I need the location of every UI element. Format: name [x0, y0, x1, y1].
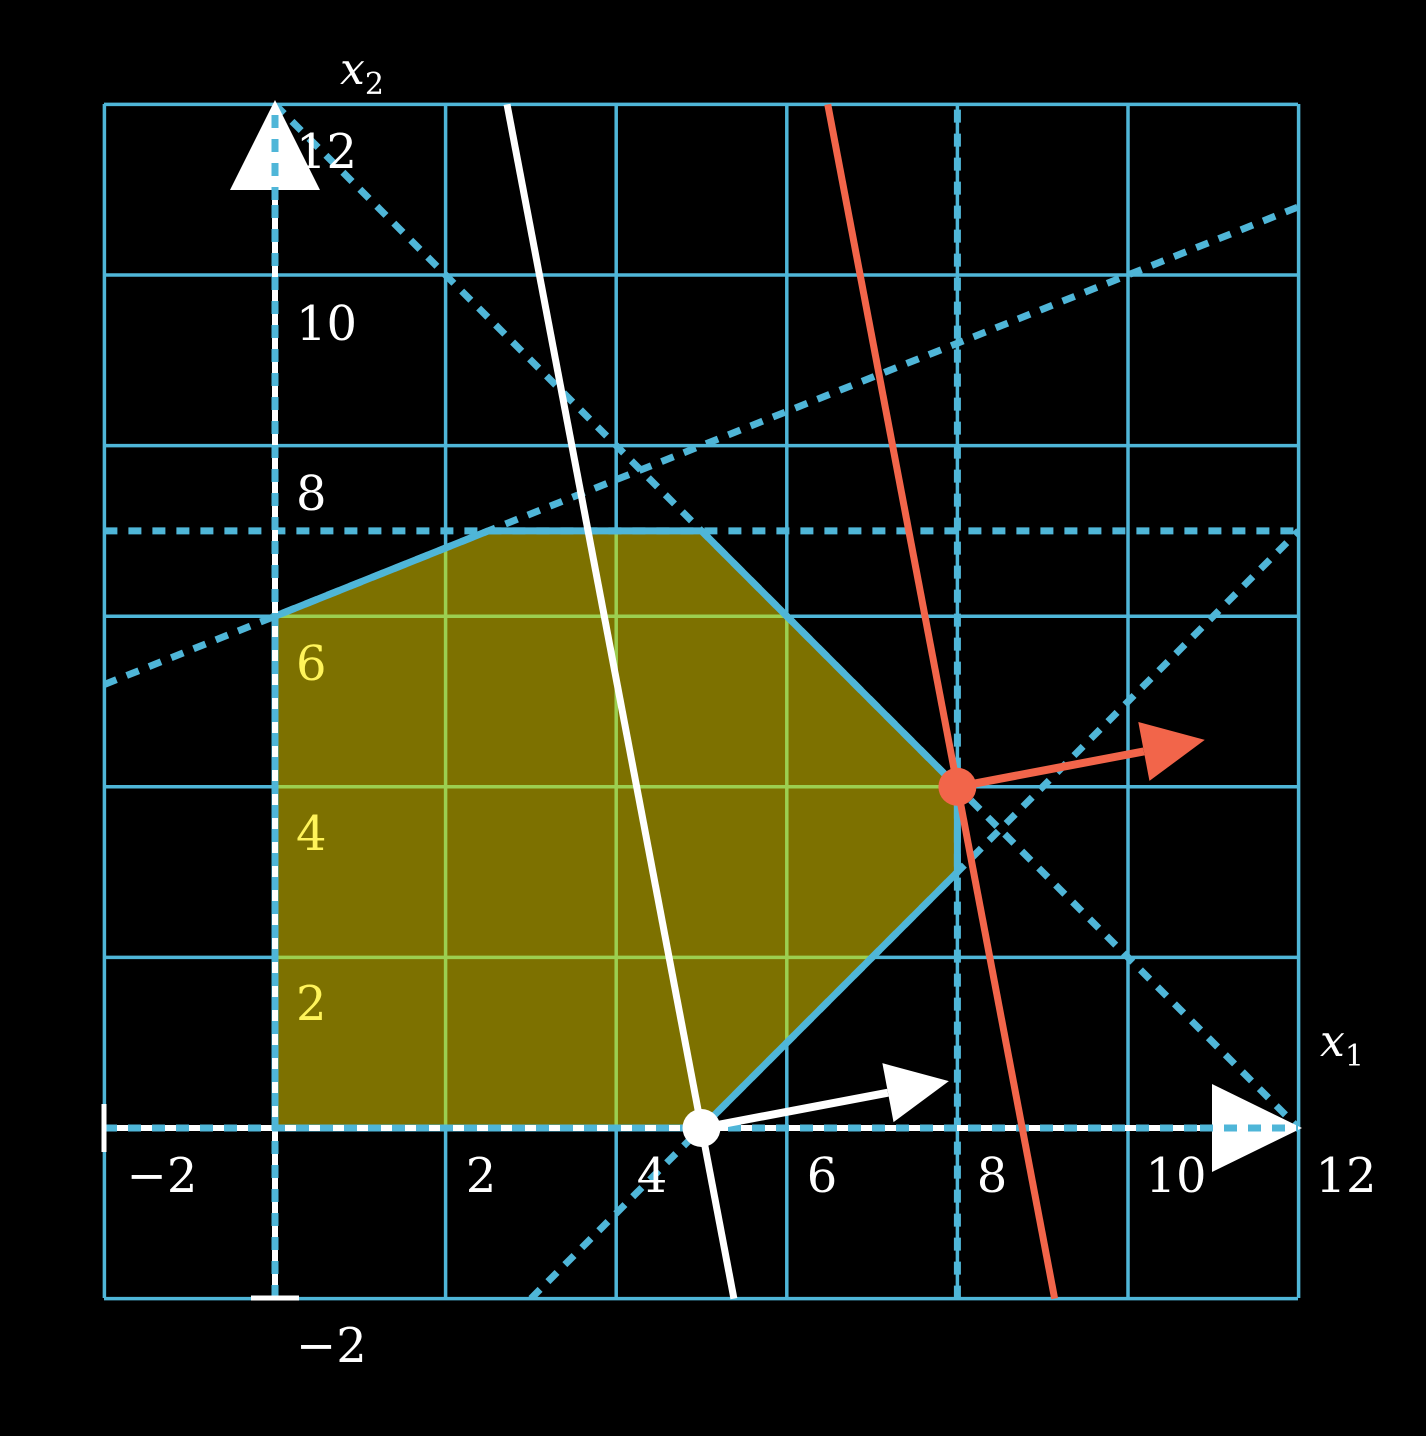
x-tick-label: 10 — [1145, 1148, 1206, 1204]
white-point — [682, 1109, 721, 1147]
x1-axis-label: x1 — [1320, 1016, 1364, 1074]
x2-axis-label: x2 — [340, 44, 384, 102]
orange-point — [938, 767, 977, 806]
x-tick-label: 12 — [1315, 1148, 1376, 1204]
x-tick-label: 4 — [637, 1148, 668, 1204]
objective-lines — [503, 103, 1059, 1300]
x-tick-label: −2 — [127, 1148, 198, 1204]
axes — [101, 100, 1302, 1301]
objective-line-white — [503, 103, 738, 1300]
feasible-region-layer — [271, 527, 961, 1132]
y-tick-label: 8 — [296, 466, 327, 522]
orange-arrow-head — [1138, 721, 1205, 781]
x-tick-label: 2 — [466, 1148, 497, 1204]
white-arrow-head — [882, 1063, 949, 1123]
y-tick-label: 12 — [296, 124, 357, 180]
axis-labels: x2 x1 −2 2 4 6 8 10 12 −2 2 4 6 8 10 12 — [127, 44, 1377, 1374]
y-tick-label: 10 — [296, 296, 357, 352]
constraint-line — [272, 104, 1298, 1131]
orange-arrow-shaft — [956, 747, 1145, 791]
y-tick-label: 6 — [296, 636, 327, 692]
x-tick-label: 8 — [977, 1148, 1008, 1204]
constraint-lines — [104, 104, 1298, 1298]
y-tick-label: −2 — [296, 1318, 367, 1374]
y-tick-label: 2 — [296, 976, 327, 1032]
objective-line-orange — [824, 103, 1059, 1300]
optimum-points — [682, 767, 977, 1147]
gradient-arrows — [700, 721, 1205, 1132]
white-arrow-shaft — [700, 1088, 889, 1132]
y-tick-label: 4 — [296, 806, 327, 862]
constraint-line — [528, 528, 1298, 1298]
x-tick-label: 6 — [807, 1148, 838, 1204]
